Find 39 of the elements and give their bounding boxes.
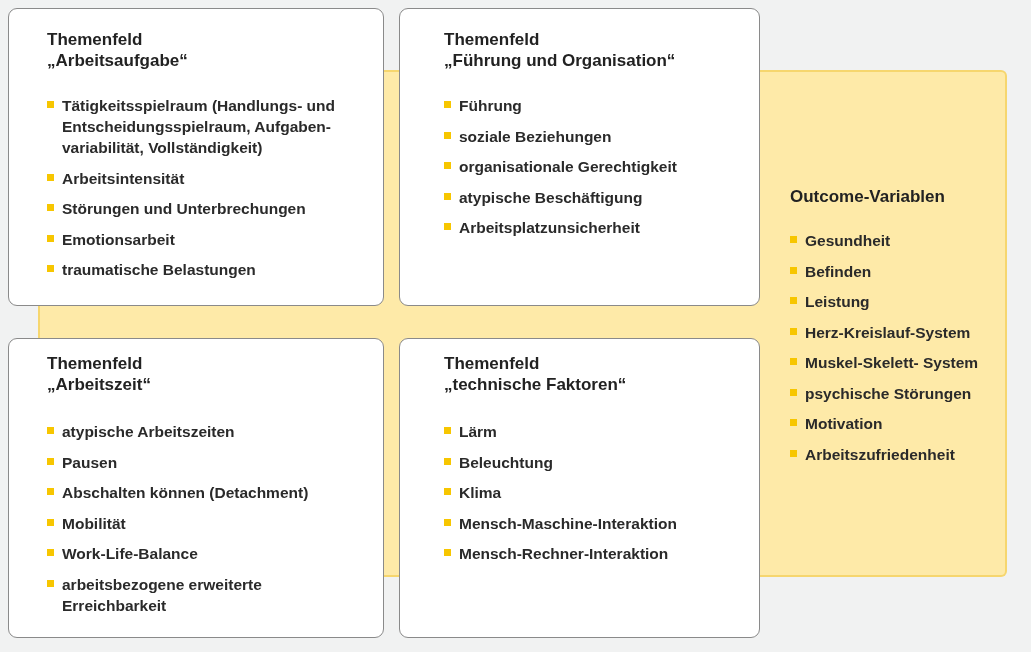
list-item-text: atypische Arbeitszeiten xyxy=(62,423,235,440)
list-item-text: Tätigkeitsspielraum (Handlungs- und Entscheidungsspielraum, Aufgaben-variabilität, Vollständigkeit) xyxy=(62,97,335,156)
list-item-text: Emotionsarbeit xyxy=(62,230,175,248)
card-heading: Themenfeld „Arbeitszeit“ xyxy=(47,353,151,395)
list-item-text: Lärm xyxy=(459,423,497,440)
list-item-text: traumatische Belastungen xyxy=(62,261,256,278)
topic-card xyxy=(8,8,384,306)
list-item-text: Muskel-Skelett- System xyxy=(805,354,979,371)
card-heading: Themenfeld „Arbeitsaufgabe“ xyxy=(47,29,188,71)
list-item-text: Arbeitszufriedenheit xyxy=(805,445,955,463)
list-item-text: atypische Beschäftigung xyxy=(459,188,643,206)
list-item-text: Klima xyxy=(459,484,502,501)
list-item-text: Gesundheit xyxy=(805,232,891,249)
list-item-text: Mobilität xyxy=(62,514,126,532)
card-heading: Themenfeld „Führung und Organisation“ xyxy=(444,29,676,71)
outcome-panel xyxy=(760,70,1007,577)
list-item-text: Arbeitsintensität xyxy=(62,169,185,187)
list-item-text: Work-Life-Balance xyxy=(62,545,198,562)
list-item-text: Pausen xyxy=(62,453,118,471)
list-item-text: Herz-Kreislauf-System xyxy=(805,323,971,341)
list-item-text: Führung xyxy=(459,97,522,114)
list-item-text: Mensch-Rechner-Interaktion xyxy=(459,545,669,562)
list-item-text: soziale Beziehungen xyxy=(459,127,612,145)
list-item-text: Motivation xyxy=(805,415,883,432)
topic-card xyxy=(399,338,760,638)
list-item-text: Leistung xyxy=(805,293,870,310)
list-item-text: Befinden xyxy=(805,262,872,280)
list-item-text: organisationale Gerechtigkeit xyxy=(459,158,677,175)
list-item-text: Störungen und Unterbrechungen xyxy=(62,200,306,217)
list-item-text: Mensch-Maschine-Interaktion xyxy=(459,514,677,532)
topic-card xyxy=(8,338,384,638)
topic-card xyxy=(399,8,760,306)
card-heading: Outcome-Variablen xyxy=(790,186,945,207)
list-item-text: arbeitsbezogene erweiterte Erreichbarkeit xyxy=(62,575,262,614)
list-item-text: Arbeitsplatzunsicherheit xyxy=(459,219,640,236)
list-item-text: Beleuchtung xyxy=(459,453,553,471)
list-item-text: Abschalten können (Detachment) xyxy=(62,484,309,501)
list-item-text: psychische Störungen xyxy=(805,384,972,402)
card-heading: Themenfeld „technische Faktoren“ xyxy=(444,353,627,395)
